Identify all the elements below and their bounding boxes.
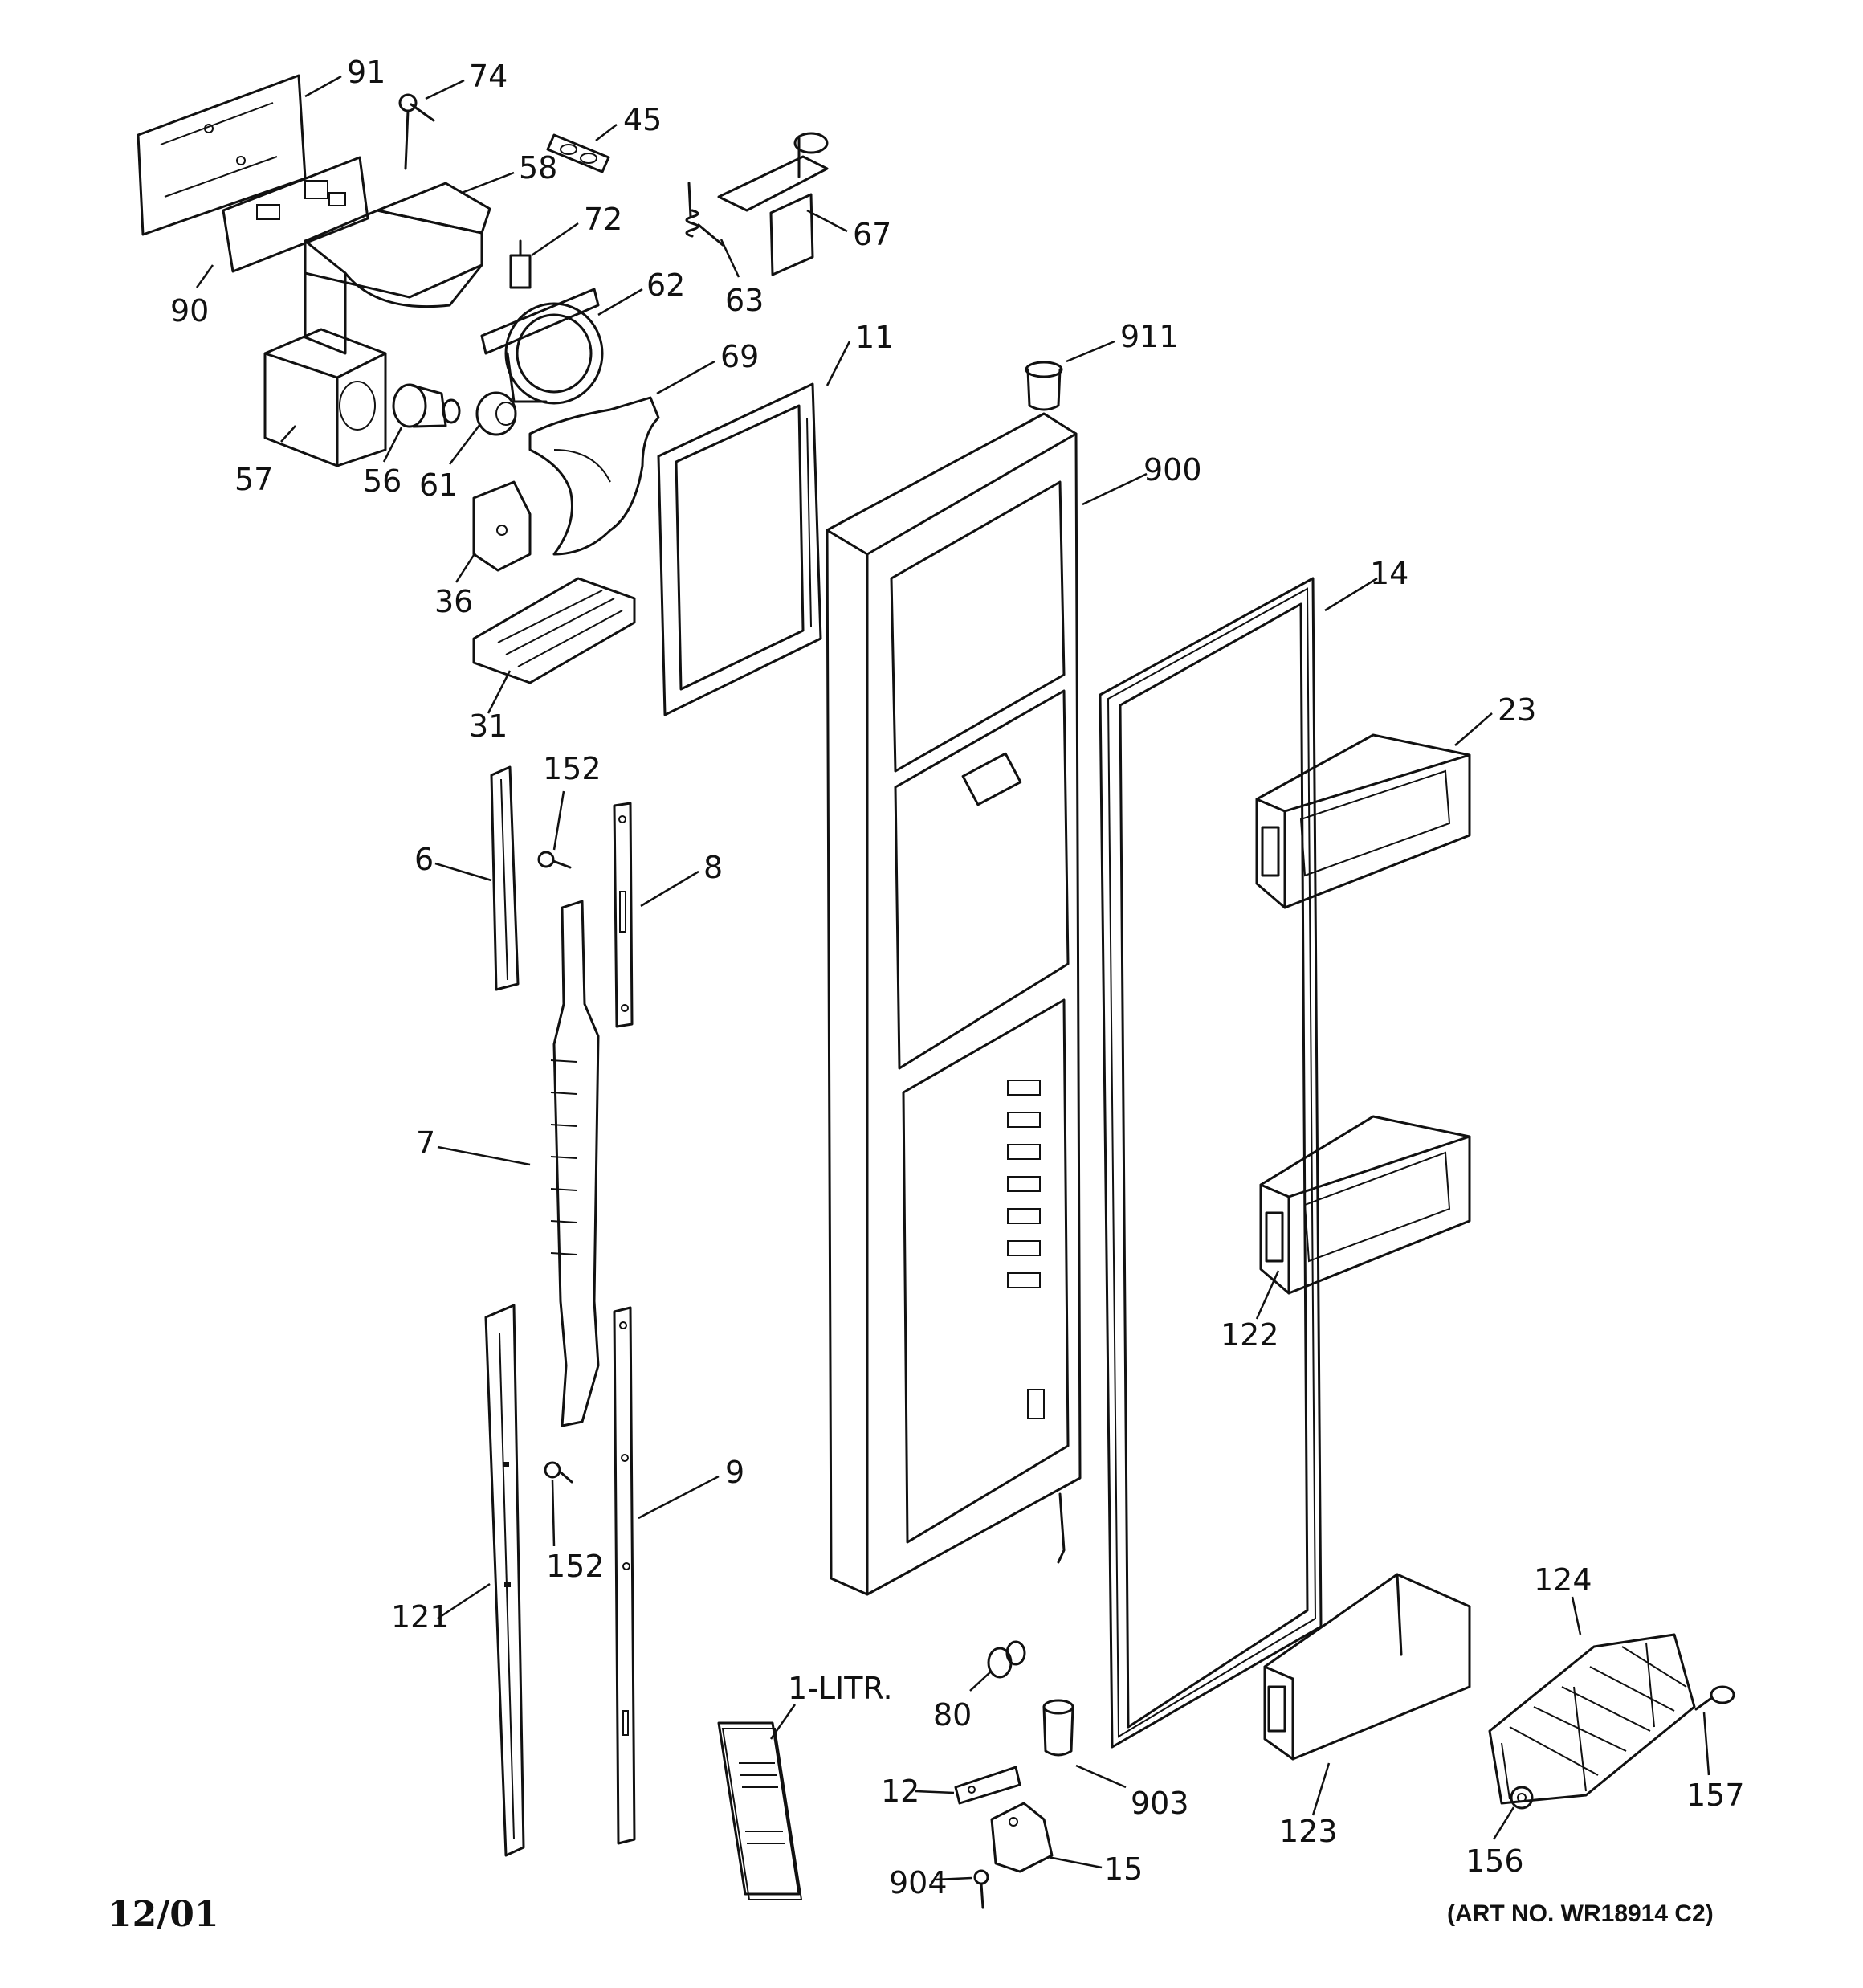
label-72: 72 (584, 202, 622, 237)
label-11: 11 (855, 320, 894, 355)
label-911: 911 (1120, 319, 1179, 354)
part-36-solenoid (472, 480, 532, 572)
label-152-upper: 152 (543, 751, 601, 786)
label-74: 74 (469, 59, 508, 94)
part-45-bracket (546, 133, 610, 173)
label-6: 6 (414, 842, 434, 877)
part-123-lower-door-bin (1263, 1573, 1471, 1761)
part-56-auger-motor (392, 383, 461, 428)
label-8: 8 (703, 850, 723, 885)
part-1-literature-booklet (717, 1721, 803, 1900)
label-23: 23 (1498, 692, 1536, 728)
part-72-switch (509, 239, 532, 289)
handle-grip-ridges (550, 1059, 577, 1255)
art-number: (ART NO. WR18914 C2) (1447, 1900, 1714, 1927)
part-904-screw (973, 1869, 989, 1909)
label-61: 61 (419, 467, 458, 503)
door-shelf-clips (1007, 1080, 1041, 1288)
label-45: 45 (623, 102, 662, 137)
label-58: 58 (519, 150, 557, 186)
label-124: 124 (1534, 1562, 1592, 1598)
label-121: 121 (391, 1599, 450, 1635)
part-152-screw-upper (537, 851, 572, 869)
part-911-bushing (1025, 361, 1063, 411)
label-69: 69 (720, 339, 759, 374)
part-57-motor-cover (263, 328, 387, 467)
part-14-door-gasket (1099, 577, 1323, 1749)
part-69-ice-chute (528, 396, 660, 556)
label-14: 14 (1370, 556, 1408, 591)
part-122-middle-door-bin (1259, 1115, 1471, 1295)
part-7-handle (550, 900, 600, 1427)
part-157-thumb-screw (1694, 1685, 1735, 1711)
part-31-drip-tray (472, 577, 636, 684)
part-58-dispenser-housing (304, 182, 491, 355)
part-63-spring (685, 182, 724, 247)
part-61-coupler (475, 391, 517, 436)
label-56: 56 (363, 463, 402, 499)
part-74-wire-arm (398, 93, 435, 170)
part-90-control-board (222, 156, 369, 273)
label-62: 62 (646, 267, 685, 303)
label-67: 67 (853, 217, 891, 252)
part-124-wire-basket (1488, 1633, 1696, 1805)
part-67-actuator (717, 132, 829, 276)
label-122: 122 (1221, 1317, 1279, 1353)
revision-date: 12/01 (108, 1894, 219, 1935)
part-15-hinge-block (990, 1802, 1054, 1873)
label-904: 904 (889, 1865, 948, 1900)
part-23-upper-door-bin (1255, 733, 1471, 909)
label-90: 90 (170, 293, 209, 329)
label-12: 12 (881, 1774, 919, 1809)
part-6-trim-strip (490, 765, 520, 991)
part-62-gear-housing (480, 288, 604, 405)
label-63: 63 (725, 283, 764, 318)
label-152-lower: 152 (546, 1549, 605, 1584)
part-9-lower-bar (613, 1306, 636, 1845)
label-91: 91 (347, 55, 385, 90)
label-157: 157 (1686, 1778, 1745, 1813)
leader-lines (195, 75, 1710, 1881)
label-15: 15 (1104, 1851, 1143, 1887)
label-900: 900 (1143, 452, 1202, 488)
part-900-door-assembly (826, 412, 1082, 1596)
part-8-handle-bar (613, 802, 634, 1028)
label-7: 7 (416, 1125, 435, 1161)
part-11-dispenser-frame (657, 382, 822, 716)
part-152-screw-lower (544, 1461, 573, 1484)
part-12-bracket (954, 1766, 1021, 1805)
part-121-lower-trim (484, 1304, 525, 1857)
label-1-litr: 1-LITR. (788, 1671, 893, 1706)
part-903-hinge-pin (1042, 1699, 1074, 1757)
label-57: 57 (234, 462, 273, 497)
label-156: 156 (1466, 1843, 1524, 1879)
part-156-knob (1510, 1786, 1534, 1810)
label-36: 36 (434, 584, 473, 619)
part-80-plug (987, 1640, 1026, 1679)
label-80: 80 (933, 1697, 972, 1733)
label-9: 9 (725, 1455, 744, 1490)
label-123: 123 (1279, 1814, 1338, 1849)
label-31: 31 (469, 708, 508, 744)
label-903: 903 (1131, 1786, 1189, 1821)
